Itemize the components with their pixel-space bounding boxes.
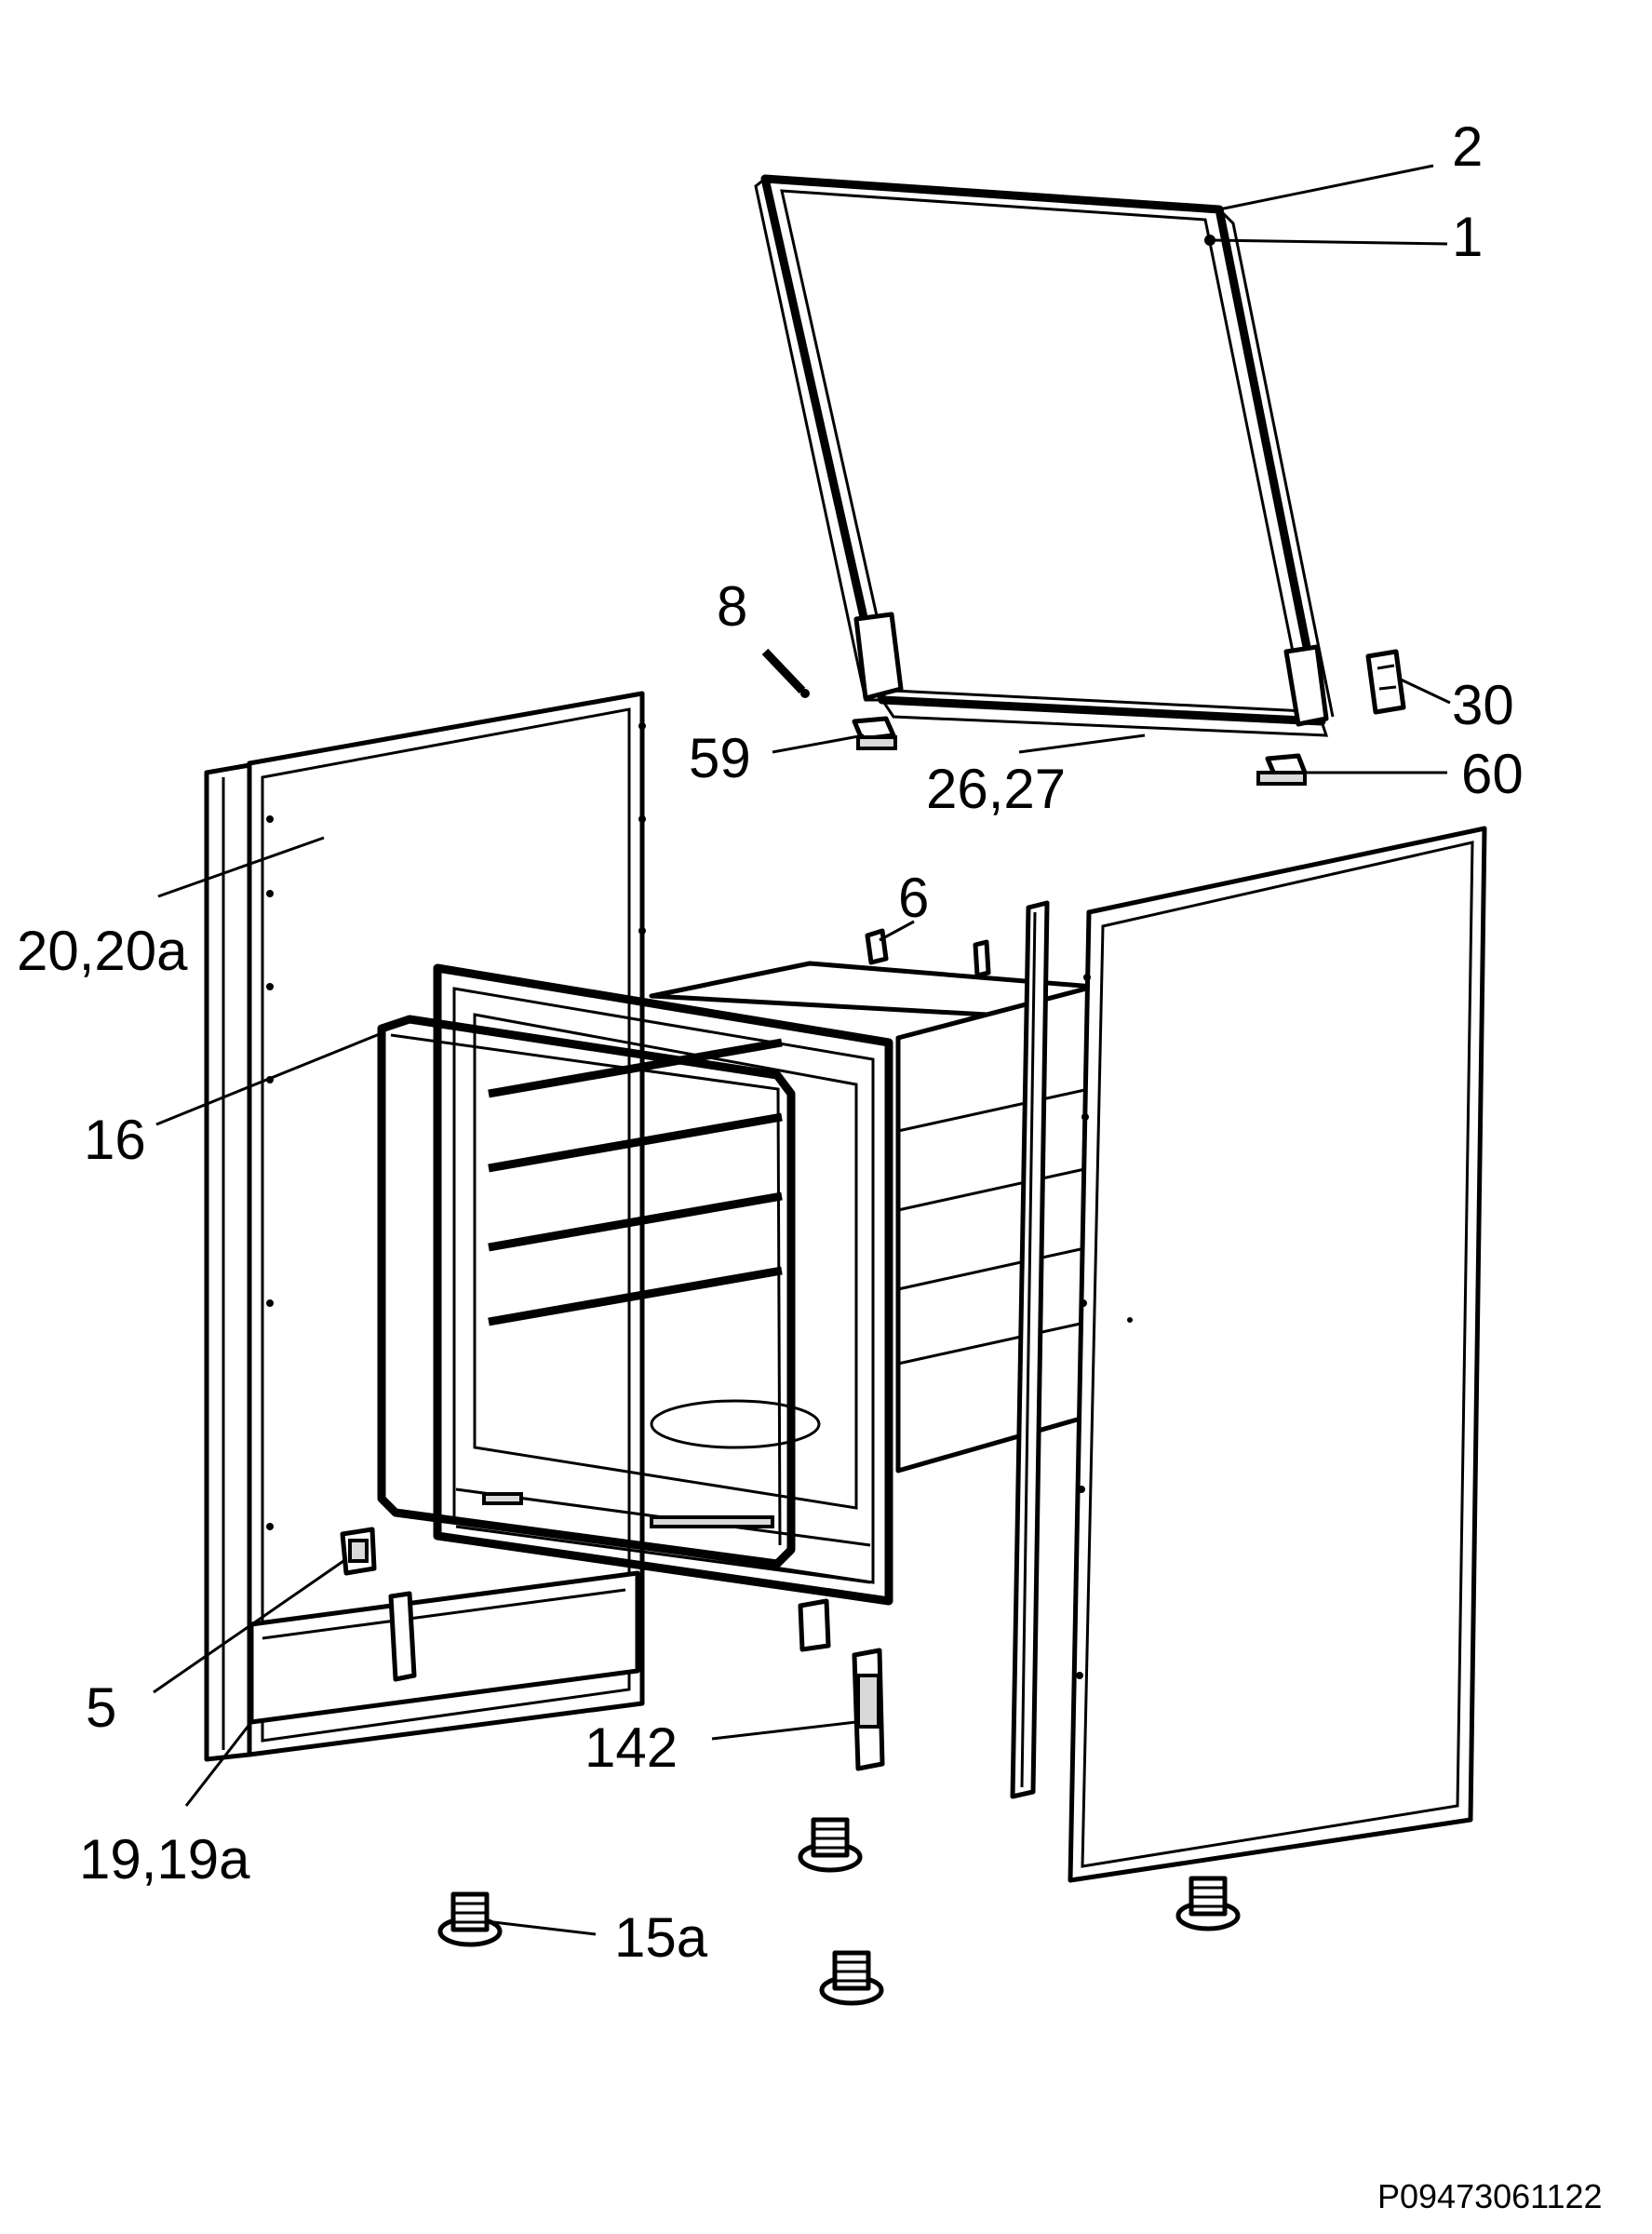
top-frame-part bbox=[754, 174, 1335, 737]
drawing-code: P09473061122 bbox=[1377, 2177, 1603, 2215]
label-part-20-20a: 20,20a bbox=[17, 920, 188, 982]
left-side-panel-part bbox=[204, 691, 646, 1762]
label-part-1: 1 bbox=[1452, 206, 1483, 268]
label-part-142: 142 bbox=[584, 1716, 678, 1779]
label-part-15a: 15a bbox=[614, 1906, 708, 1969]
label-part-59: 59 bbox=[689, 727, 751, 789]
leader-lines bbox=[153, 164, 1451, 1936]
door-hinge-receiver-part bbox=[798, 1598, 831, 1652]
label-part-60: 60 bbox=[1461, 743, 1524, 805]
adjustable-foot-part bbox=[437, 1817, 1241, 2006]
label-part-6: 6 bbox=[898, 867, 929, 929]
label-part-19-19a: 19,19a bbox=[79, 1828, 250, 1891]
right-side-panel-part bbox=[1068, 826, 1487, 1883]
label-part-8: 8 bbox=[717, 575, 747, 638]
lower-front-panel-part bbox=[248, 1570, 640, 1725]
screw-part bbox=[761, 648, 810, 698]
small-bracket-part bbox=[340, 1527, 377, 1576]
hinge-clip-right-part bbox=[1256, 753, 1308, 786]
label-part-26-27: 26,27 bbox=[926, 758, 1066, 820]
bracket-part bbox=[1365, 649, 1406, 715]
hinge-clip-left-part bbox=[852, 716, 897, 750]
label-part-2: 2 bbox=[1452, 115, 1483, 178]
part-labels: 2 1 8 30 59 26,27 60 6 20,20a 16 5 142 1… bbox=[17, 115, 1524, 1969]
hinge-bracket-part bbox=[852, 1648, 885, 1771]
label-part-5: 5 bbox=[86, 1676, 116, 1739]
label-part-16: 16 bbox=[84, 1109, 146, 1171]
rear-strip-part bbox=[1010, 900, 1050, 1799]
label-part-30: 30 bbox=[1452, 674, 1514, 736]
door-seal-part bbox=[377, 1015, 796, 1568]
